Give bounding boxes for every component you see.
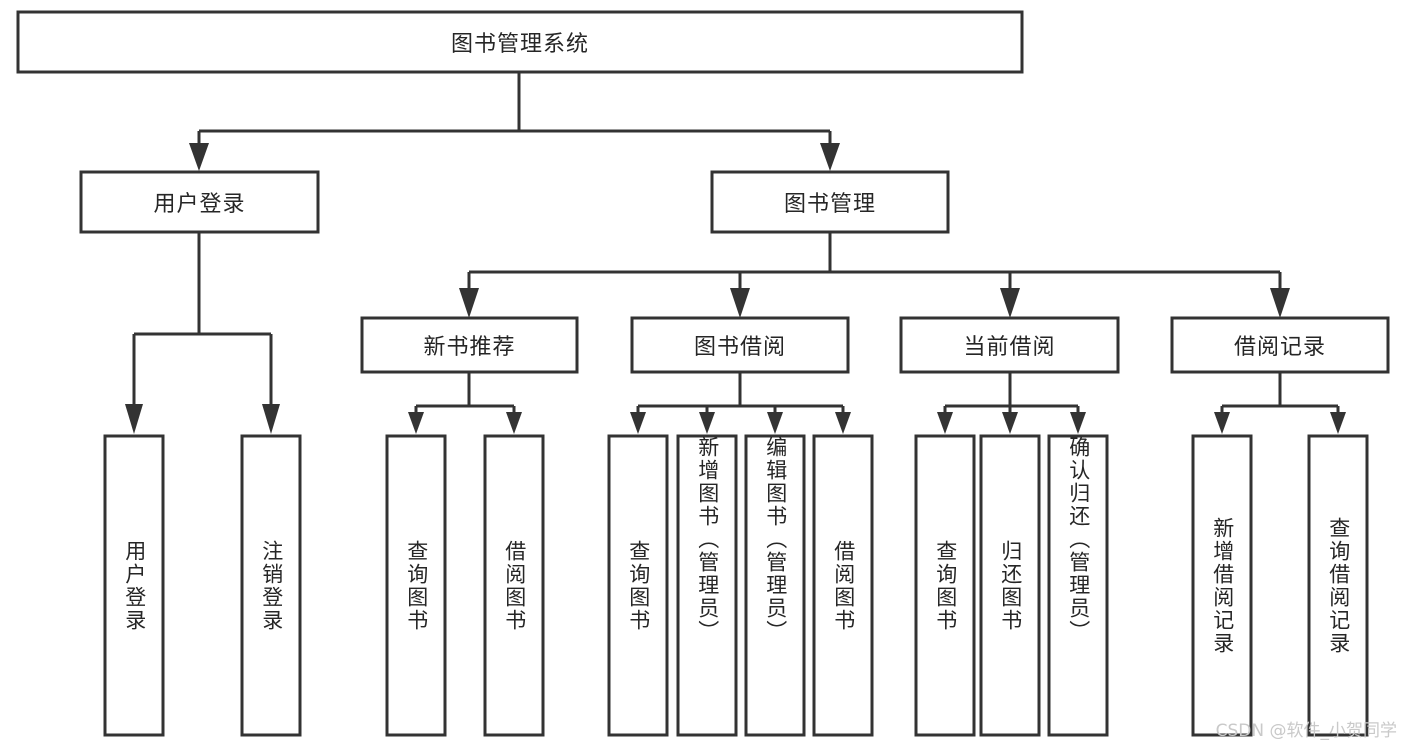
node-box-leaf-query-book-3[interactable] (914, 434, 976, 737)
arrow-head-leaf-borrow-book-2 (835, 412, 851, 434)
arrow-head-leaf-edit-book (767, 412, 783, 434)
node-box-leaf-user-login[interactable] (103, 434, 165, 737)
arrow-head-leaf-return-book (1002, 412, 1018, 434)
node-box-leaf-borrow-book-2[interactable] (812, 434, 874, 737)
arrow-head-leaf-query-book-3 (937, 412, 953, 434)
arrow-head-borrow-record (1270, 288, 1290, 318)
arrow-head-leaf-query-record (1330, 412, 1346, 434)
connector-group-new-book-recommend (408, 372, 522, 434)
node-box-current-borrow[interactable] (899, 316, 1120, 374)
connector-group-current-borrow (937, 372, 1086, 434)
connector-group-book-borrow (630, 372, 851, 434)
arrow-head-leaf-add-record (1214, 412, 1230, 434)
node-box-book-management[interactable] (710, 170, 950, 234)
connector-group-user-login (125, 232, 280, 434)
arrow-head-book-management (820, 143, 840, 171)
arrow-head-leaf-query-book-2 (630, 412, 646, 434)
node-box-leaf-add-record[interactable] (1191, 434, 1253, 737)
arrow-head-book-borrow (730, 288, 750, 318)
node-box-user-login[interactable] (79, 170, 320, 234)
node-box-leaf-confirm-return[interactable] (1047, 434, 1109, 737)
arrow-head-user-login (189, 143, 209, 171)
node-box-leaf-query-record[interactable] (1307, 434, 1369, 737)
connector-group-root (189, 72, 840, 171)
arrow-head-leaf-confirm-return (1070, 412, 1086, 434)
arrow-head-leaf-user-login (125, 404, 143, 434)
node-box-book-borrow[interactable] (630, 316, 850, 374)
node-box-leaf-return-book[interactable] (979, 434, 1041, 737)
node-box-borrow-record[interactable] (1170, 316, 1390, 374)
connector-group-book-management (459, 232, 1290, 318)
arrow-head-leaf-borrow-book-1 (506, 412, 522, 434)
connector-group-borrow-record (1214, 372, 1346, 434)
node-box-leaf-borrow-book-1[interactable] (483, 434, 545, 737)
node-box-leaf-logout-login[interactable] (240, 434, 302, 737)
node-box-root[interactable] (16, 10, 1024, 74)
node-box-leaf-add-book[interactable] (676, 434, 738, 737)
arrow-head-leaf-logout-login (262, 404, 280, 434)
node-box-new-book-recommend[interactable] (360, 316, 579, 374)
arrow-head-current-borrow (1000, 288, 1020, 318)
arrow-head-new-book-recommend (459, 288, 479, 318)
node-box-leaf-edit-book[interactable] (744, 434, 806, 737)
node-box-leaf-query-book-1[interactable] (385, 434, 447, 737)
arrow-head-leaf-add-book (699, 412, 715, 434)
arrow-head-leaf-query-book-1 (408, 412, 424, 434)
node-box-leaf-query-book-2[interactable] (607, 434, 669, 737)
